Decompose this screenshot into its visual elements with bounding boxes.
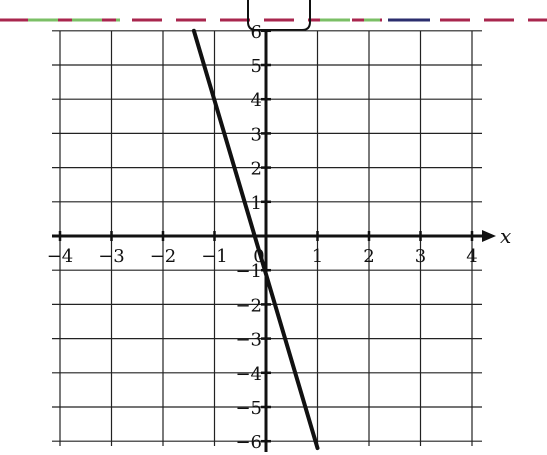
y-tick-label: −3 bbox=[235, 330, 262, 351]
x-tick-label: 3 bbox=[415, 246, 426, 267]
series-line bbox=[191, 28, 320, 451]
y-tick-label: 3 bbox=[251, 124, 262, 145]
y-tick-label: 6 bbox=[251, 22, 262, 43]
x-tick-label: −4 bbox=[47, 246, 74, 267]
top-tab-outline bbox=[247, 0, 311, 31]
x-axis-label: x bbox=[500, 224, 511, 248]
axes: x bbox=[52, 31, 511, 452]
y-tick-label: 1 bbox=[251, 193, 262, 214]
x-tick-label: 2 bbox=[363, 246, 374, 267]
x-tick-label: −1 bbox=[201, 246, 228, 267]
x-tick-label: −2 bbox=[150, 246, 177, 267]
x-tick-label: −3 bbox=[98, 246, 125, 267]
y-tick-label: 5 bbox=[251, 56, 262, 77]
x-tick-label: 1 bbox=[312, 246, 323, 267]
y-tick-label: 4 bbox=[251, 90, 262, 111]
y-tick-label: 2 bbox=[251, 159, 262, 180]
y-tick-label: −5 bbox=[235, 398, 262, 419]
x-axis-arrow bbox=[482, 230, 496, 242]
series bbox=[191, 28, 320, 451]
y-tick-label: −1 bbox=[235, 261, 262, 282]
x-tick-label: 4 bbox=[466, 246, 477, 267]
y-tick-label: −6 bbox=[235, 432, 262, 453]
y-tick-label: −4 bbox=[235, 364, 262, 385]
y-tick-label: −2 bbox=[235, 295, 262, 316]
